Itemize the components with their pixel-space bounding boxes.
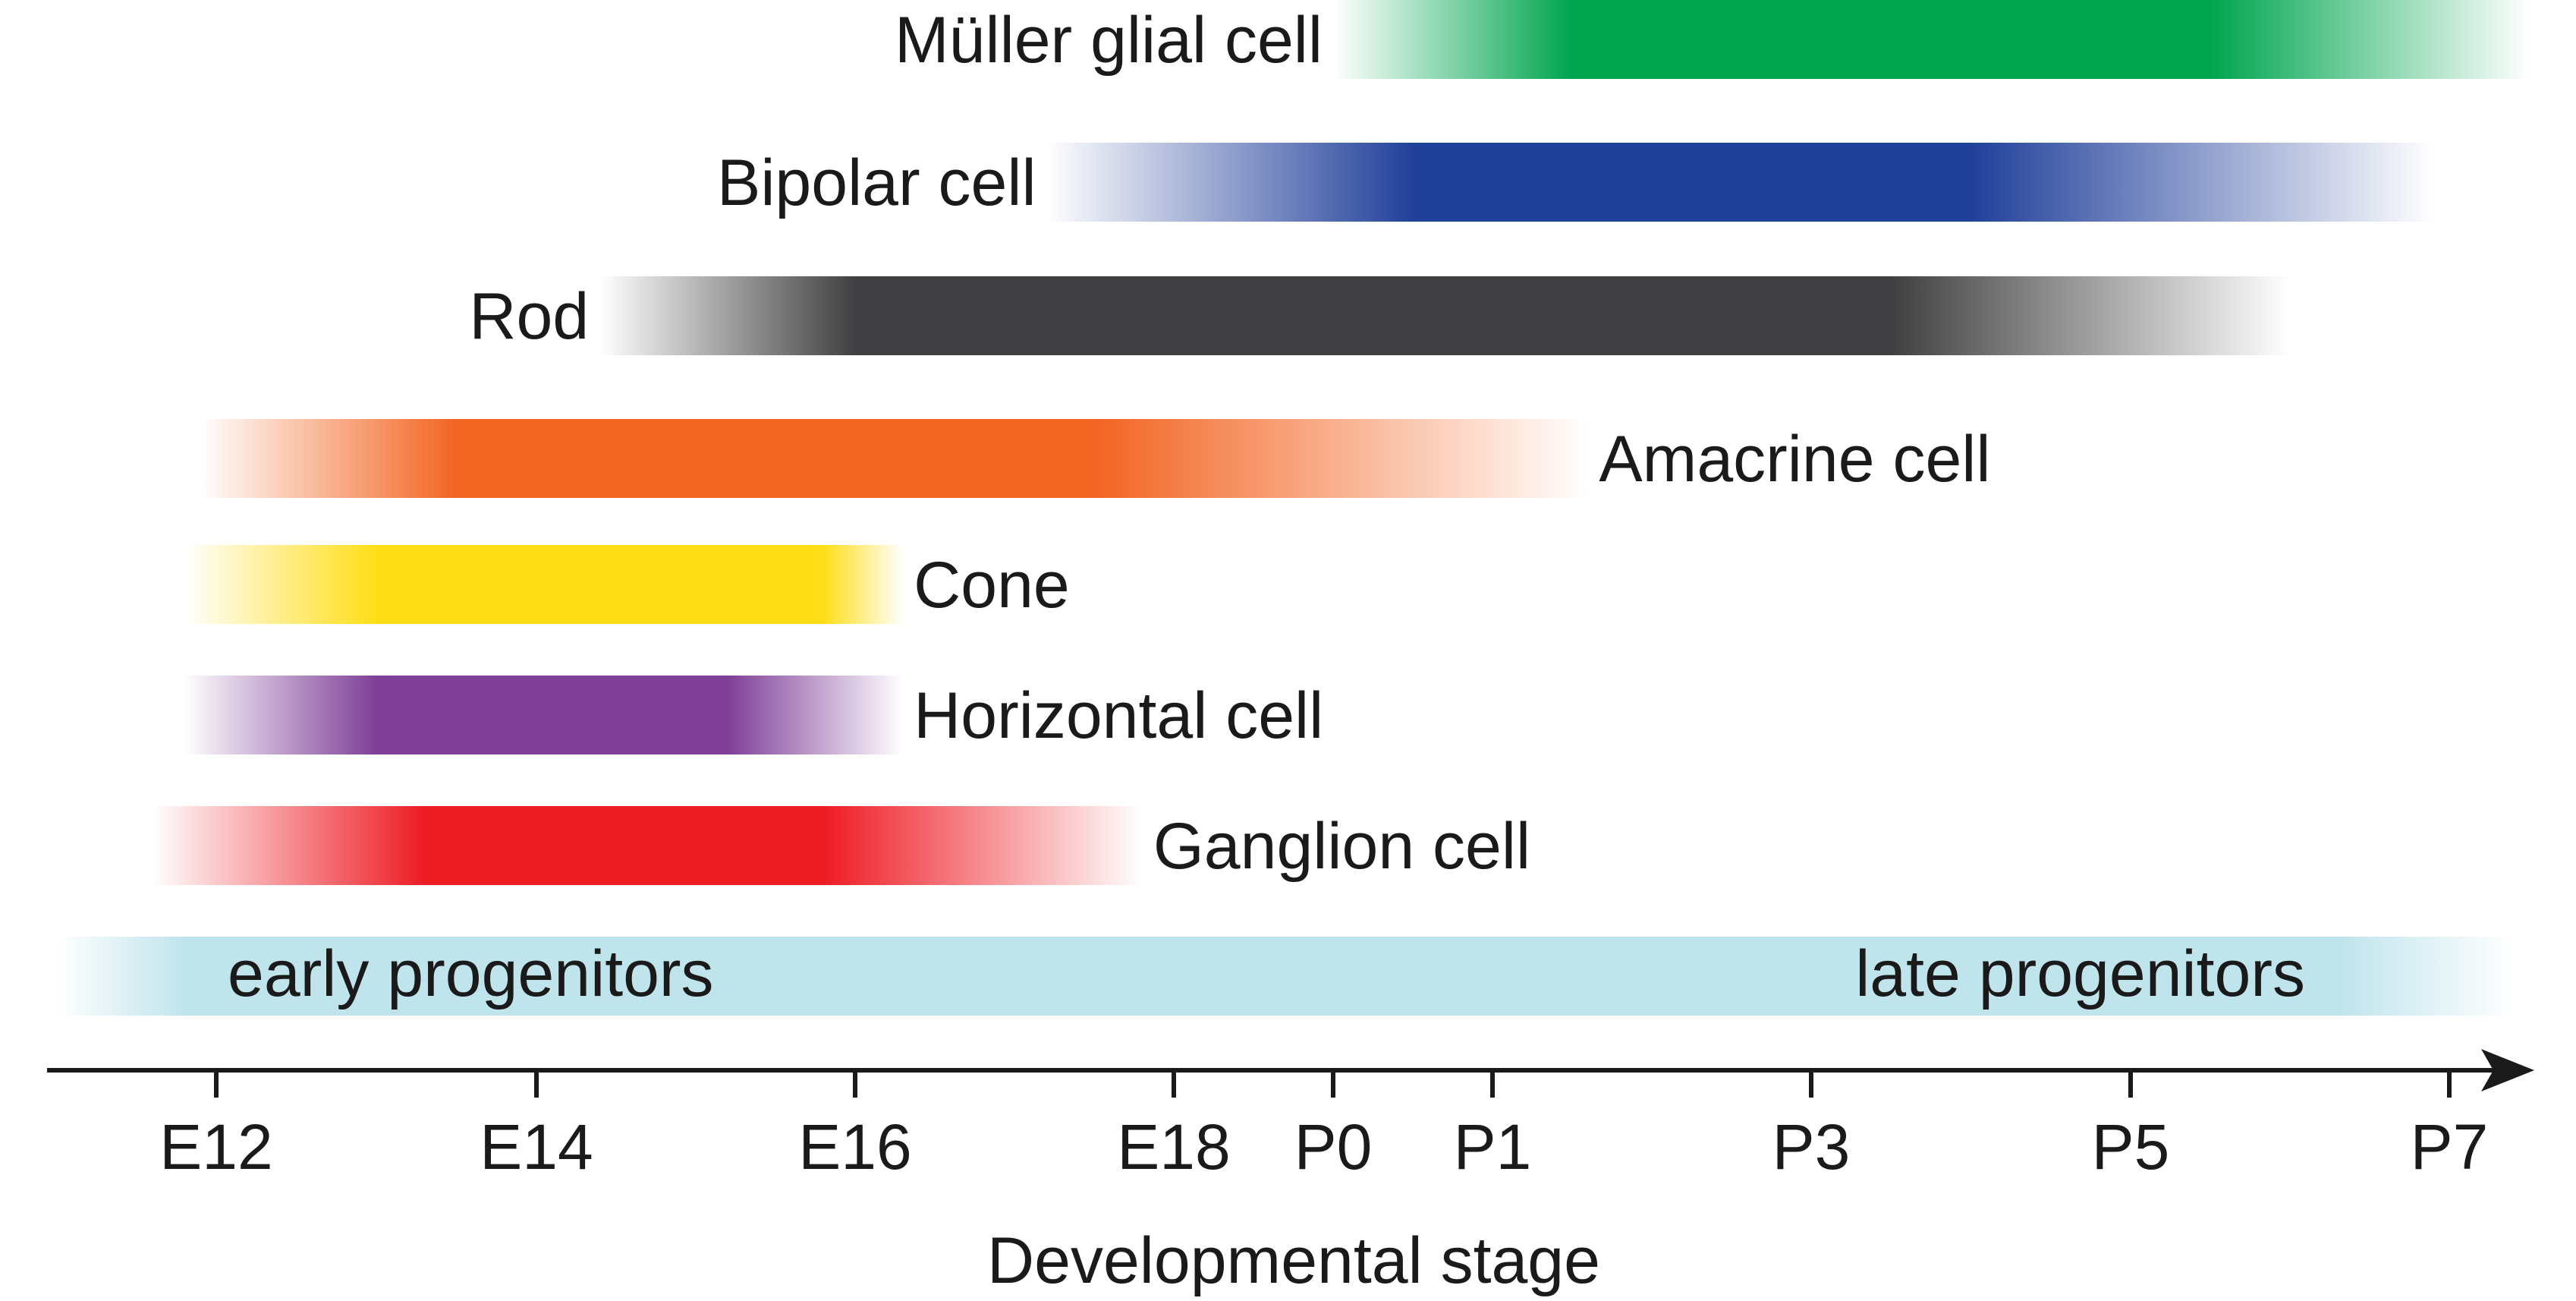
bar-amacrine-cell [200, 419, 1589, 498]
progenitor-band [56, 937, 2514, 1016]
bar-label-rod: Rod [469, 280, 589, 353]
bar-label-horizontal-cell: Horizontal cell [914, 679, 1323, 752]
x-tick-label-p7: P7 [2411, 1111, 2489, 1183]
bar-cone [184, 545, 904, 624]
early-progenitors-label: early progenitors [228, 937, 714, 1010]
bar-label-bipolar-cell: Bipolar cell [717, 146, 1036, 219]
x-tick-label-e12: E12 [159, 1111, 272, 1183]
bar-label-m-ller-glial-cell: Müller glial cell [895, 4, 1323, 77]
bar-horizontal-cell [184, 676, 904, 754]
x-axis-title: Developmental stage [987, 1224, 1600, 1297]
x-tick-label-p0: P0 [1294, 1111, 1373, 1183]
x-axis: E12 E14 E16 E18 P0 P1 P3 P5 P7 [47, 1049, 2534, 1183]
bar-label-ganglion-cell: Ganglion cell [1153, 810, 1530, 883]
bar-label-cone: Cone [914, 549, 1070, 622]
bar-m-ller-glial-cell [1333, 0, 2530, 79]
x-tick-label-e16: E16 [798, 1111, 911, 1183]
progenitor-band-group: early progenitors late progenitors [56, 937, 2514, 1016]
x-tick-label-p3: P3 [1772, 1111, 1851, 1183]
bar-ganglion-cell [152, 806, 1143, 885]
x-tick-label-p5: P5 [2092, 1111, 2170, 1183]
bar-label-amacrine-cell: Amacrine cell [1599, 423, 1990, 496]
x-tick-label-e14: E14 [480, 1111, 593, 1183]
x-axis-arrowhead [2481, 1049, 2534, 1092]
late-progenitors-label: late progenitors [1855, 937, 2305, 1010]
bar-rod [599, 276, 2291, 355]
x-tick-label-e18: E18 [1117, 1111, 1230, 1183]
bar-bipolar-cell [1046, 143, 2434, 222]
x-tick-label-p1: P1 [1454, 1111, 1532, 1183]
